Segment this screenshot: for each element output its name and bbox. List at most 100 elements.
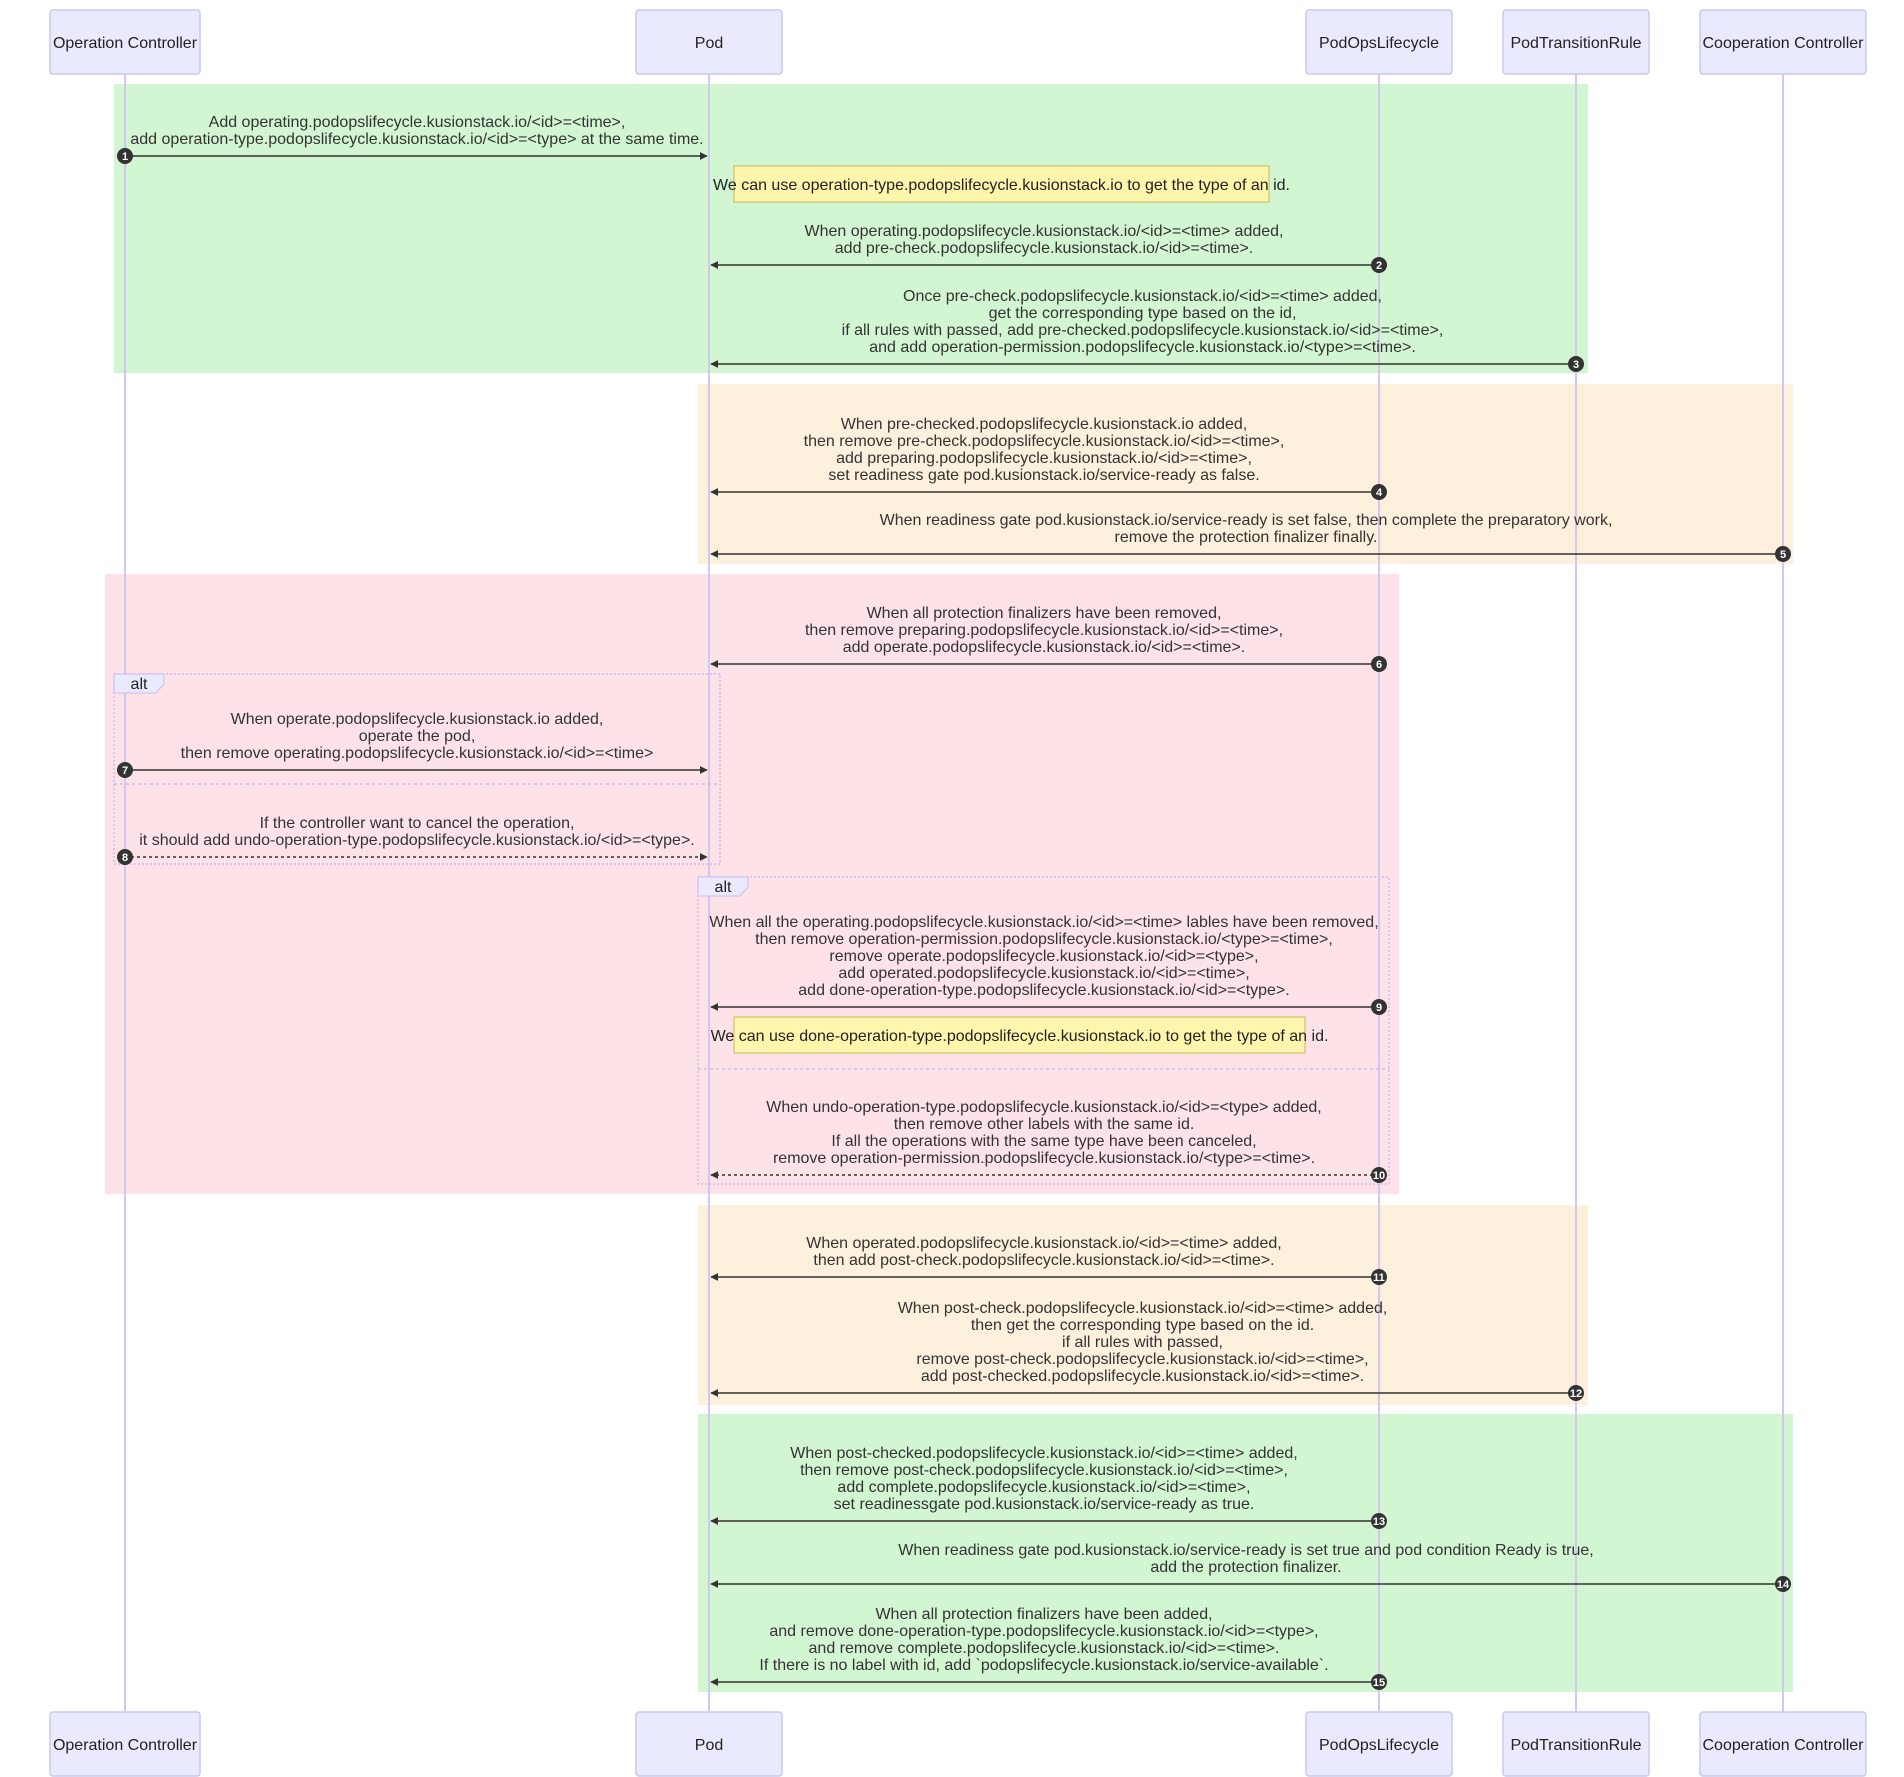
sequence-number-circle xyxy=(1371,1513,1387,1529)
sequence-number-badge: 6 xyxy=(1371,656,1387,672)
sequence-number-badge: 9 xyxy=(1371,999,1387,1015)
sequence-number: 13 xyxy=(1373,1516,1385,1528)
sequence-number-circle xyxy=(117,148,133,164)
message-14: When readiness gate pod.kusionstack.io/s… xyxy=(710,1542,1791,1592)
sequence-number-circle xyxy=(1568,356,1584,372)
alt-frame-2: alt xyxy=(697,876,1390,1185)
alt-label: alt xyxy=(715,879,732,896)
sequence-number-circle xyxy=(1775,546,1791,562)
message-text-line: and add operation-permission.podopslifec… xyxy=(869,339,1416,356)
message-text-line: then get the corresponding type based on… xyxy=(971,1317,1314,1334)
sequence-number: 11 xyxy=(1373,1272,1385,1284)
sequence-number-badge: 10 xyxy=(1371,1167,1387,1183)
actor-label: PodOpsLifecycle xyxy=(1319,1737,1439,1754)
message-text-line: then add post-check.podopslifecycle.kusi… xyxy=(813,1252,1274,1269)
sequence-number: 14 xyxy=(1777,1579,1790,1591)
actor-pol-top: PodOpsLifecycle xyxy=(1305,9,1453,75)
actor-pol-bottom: PodOpsLifecycle xyxy=(1305,1711,1453,1777)
sequence-number-badge: 12 xyxy=(1568,1385,1584,1401)
message-15: When all protection finalizers have been… xyxy=(710,1606,1387,1690)
sequence-number: 8 xyxy=(122,852,128,864)
sequence-number-circle xyxy=(1568,1385,1584,1401)
actor-cc-bottom: Cooperation Controller xyxy=(1699,1711,1867,1777)
message-text-line: add post-checked.podopslifecycle.kusions… xyxy=(921,1368,1364,1385)
region-orange-4 xyxy=(698,1205,1588,1405)
message-text-line: When all protection finalizers have been… xyxy=(867,605,1222,622)
sequence-number-badge: 13 xyxy=(1371,1513,1387,1529)
message-text-line: add preparing.podopslifecycle.kusionstac… xyxy=(836,450,1252,467)
message-text-line: Add operating.podopslifecycle.kusionstac… xyxy=(209,114,626,131)
message-text-line: Once pre-check.podopslifecycle.kusionsta… xyxy=(903,288,1382,305)
message-3: Once pre-check.podopslifecycle.kusionsta… xyxy=(710,288,1584,372)
sequence-number-circle xyxy=(117,849,133,865)
sequence-number-badge: 2 xyxy=(1371,257,1387,273)
message-text-line: if all rules with passed, xyxy=(1062,1334,1223,1351)
actor-box xyxy=(1305,1711,1453,1777)
sequence-number-badge: 14 xyxy=(1775,1576,1791,1592)
sequence-number-badge: 11 xyxy=(1371,1269,1387,1285)
alt-frame-border xyxy=(113,673,721,865)
message-text-line: If all the operations with the same type… xyxy=(831,1133,1256,1150)
actor-ptr-top: PodTransitionRule xyxy=(1502,9,1650,75)
message-10: When undo-operation-type.podopslifecycle… xyxy=(710,1099,1387,1183)
region-orange-2 xyxy=(698,384,1793,564)
message-text-line: When all the operating.podopslifecycle.k… xyxy=(709,914,1378,931)
message-12: When post-check.podopslifecycle.kusionst… xyxy=(710,1300,1584,1401)
alt-frame-1: alt xyxy=(113,673,721,865)
message-text-line: When all protection finalizers have been… xyxy=(875,1606,1212,1623)
message-text-line: if all rules with passed, add pre-checke… xyxy=(842,322,1444,339)
message-text-line: add the protection finalizer. xyxy=(1150,1559,1341,1576)
message-text-line: add complete.podopslifecycle.kusionstack… xyxy=(837,1479,1250,1496)
sequence-number: 5 xyxy=(1780,549,1786,561)
actor-box xyxy=(1502,9,1650,75)
alt-tag xyxy=(697,876,749,897)
actor-box xyxy=(1502,1711,1650,1777)
message-text-line: When post-check.podopslifecycle.kusionst… xyxy=(898,1300,1388,1317)
message-text-line: If there is no label with id, add `podop… xyxy=(759,1657,1328,1674)
message-9: When all the operating.podopslifecycle.k… xyxy=(709,914,1387,1015)
sequence-number-circle xyxy=(1775,1576,1791,1592)
message-text-line: When operated.podopslifecycle.kusionstac… xyxy=(806,1235,1281,1252)
actor-label: PodTransitionRule xyxy=(1510,35,1641,52)
note-text: We can use done-operation-type.podopslif… xyxy=(711,1028,1329,1045)
message-text-line: remove post-check.podopslifecycle.kusion… xyxy=(916,1351,1368,1368)
region-green-1 xyxy=(114,84,1588,373)
sequence-number-circle xyxy=(1371,257,1387,273)
sequence-number-circle xyxy=(1371,1167,1387,1183)
alt-tag xyxy=(113,673,165,694)
sequence-number: 12 xyxy=(1570,1388,1582,1400)
sequence-number: 6 xyxy=(1376,659,1382,671)
message-text-line: When post-checked.podopslifecycle.kusion… xyxy=(790,1445,1297,1462)
actor-ptr-bottom: PodTransitionRule xyxy=(1502,1711,1650,1777)
message-text-line: add done-operation-type.podopslifecycle.… xyxy=(798,982,1289,999)
note-2: We can use done-operation-type.podopslif… xyxy=(711,1016,1329,1054)
message-text-line: When undo-operation-type.podopslifecycle… xyxy=(766,1099,1321,1116)
message-text-line: When readiness gate pod.kusionstack.io/s… xyxy=(898,1542,1594,1559)
actor-box xyxy=(49,9,201,75)
actor-pod-top: Pod xyxy=(635,9,783,75)
actor-label: PodOpsLifecycle xyxy=(1319,35,1439,52)
alt-label: alt xyxy=(131,676,148,693)
message-text-line: When pre-checked.podopslifecycle.kusions… xyxy=(841,416,1247,433)
sequence-number-badge: 5 xyxy=(1775,546,1791,562)
sequence-number-badge: 7 xyxy=(117,762,133,778)
region-green-5 xyxy=(698,1414,1793,1692)
note-text: We can use operation-type.podopslifecycl… xyxy=(713,177,1290,194)
sequence-number: 9 xyxy=(1376,1002,1382,1014)
message-text-line: If the controller want to cancel the ope… xyxy=(260,815,575,832)
message-text-line: then remove preparing.podopslifecycle.ku… xyxy=(805,622,1283,639)
note-box xyxy=(733,165,1270,203)
message-8: If the controller want to cancel the ope… xyxy=(117,815,708,865)
actor-label: Pod xyxy=(695,1737,723,1754)
actor-box xyxy=(635,1711,783,1777)
note-1: We can use operation-type.podopslifecycl… xyxy=(713,165,1290,203)
alt-frame-border xyxy=(697,876,1390,1185)
actor-label: Operation Controller xyxy=(53,1737,198,1754)
message-5: When readiness gate pod.kusionstack.io/s… xyxy=(710,512,1791,562)
actor-oc-top: Operation Controller xyxy=(49,9,201,75)
message-7: When operate.podopslifecycle.kusionstack… xyxy=(117,711,708,778)
sequence-number-circle xyxy=(1371,656,1387,672)
message-text-line: remove the protection finalizer finally. xyxy=(1115,529,1378,546)
message-text-line: add operated.podopslifecycle.kusionstack… xyxy=(838,965,1249,982)
sequence-number-circle xyxy=(1371,1674,1387,1690)
